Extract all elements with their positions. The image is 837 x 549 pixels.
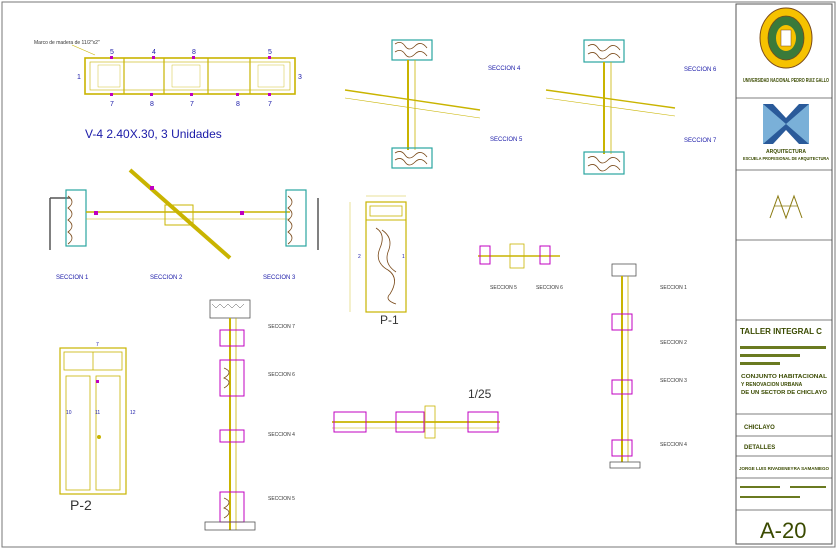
- section-label: SECCION 3: [660, 378, 687, 384]
- door-p1: 2 1 P-1: [349, 195, 407, 327]
- door-label: 7: [96, 342, 99, 348]
- axis-label: 5: [268, 49, 272, 56]
- axis-label: 8: [150, 101, 154, 108]
- door-p2: 7 10 11 12 P-2: [59, 342, 136, 513]
- sheet-content: DETALLES: [744, 445, 775, 451]
- section-label: SECCION 6: [268, 372, 295, 378]
- section-label: SECCION 6: [684, 67, 717, 73]
- section-label: SECCION 1: [660, 285, 687, 291]
- section-label: SECCION 5: [490, 137, 523, 143]
- detail-sections-4-5: SECCION 4 SECCION 5: [344, 39, 523, 169]
- section-label: SECCION 4: [660, 442, 687, 448]
- door-label: 1: [402, 254, 405, 260]
- project-line: Y RENOVACION URBANA: [741, 382, 803, 388]
- door-title: P-2: [70, 497, 92, 513]
- axis-label: 1: [77, 74, 81, 81]
- city-name: CHICLAYO: [744, 425, 775, 431]
- scale-label: 1/25: [468, 387, 492, 401]
- door-title: P-1: [380, 313, 399, 327]
- university-name: UNIVERSIDAD NACIONAL PEDRO RUIZ GALLO: [743, 78, 829, 84]
- axis-label: 4: [152, 49, 156, 56]
- section-label: SECCION 7: [684, 138, 717, 144]
- author-name: JORGE LUIS RIVADENEYRA SAMANIEGO: [739, 466, 829, 471]
- architecture-logo-icon: [763, 104, 809, 144]
- section-label: SECCION 4: [488, 66, 521, 72]
- frame-note-line: Marco de madera de 11/2"x2": [34, 40, 100, 46]
- axis-label: 5: [110, 49, 114, 56]
- door-label: 10: [66, 410, 72, 416]
- detail-sections-1-3: SECCION 1 SECCION 2 SECCION 3: [49, 168, 319, 281]
- axis-label: 7: [268, 101, 272, 108]
- faculty-school: ESCUELA PROFESIONAL DE ARQUITECTURA: [743, 156, 830, 161]
- author-logo-icon: [769, 194, 803, 220]
- university-seal-icon: [759, 7, 813, 69]
- axis-label: 8: [192, 49, 196, 56]
- sheet-number: A-20: [760, 518, 806, 543]
- section-label: SECCION 2: [150, 275, 183, 281]
- axis-label: 8: [236, 101, 240, 108]
- door-label: 2: [358, 254, 361, 260]
- project-line: CONJUNTO HABITACIONAL: [741, 374, 827, 380]
- faculty-name: ARQUITECTURA: [766, 149, 806, 155]
- section-label: SECCION 2: [660, 340, 687, 346]
- section-label: SECCION 1: [56, 275, 89, 281]
- door-label: 11: [95, 410, 100, 416]
- section-label: SECCION 7: [268, 324, 295, 330]
- door-label: 12: [130, 410, 136, 416]
- title-block: UNIVERSIDAD NACIONAL PEDRO RUIZ GALLO AR…: [735, 3, 833, 545]
- vertical-section-center: SECCION 7 SECCION 6 SECCION 4 SECCION 5: [204, 299, 295, 531]
- window-elevation-v4: Marco de madera de 11/2"x2" 5 4 8 5 7 8 …: [34, 40, 302, 141]
- detail-sections-5-6-small: SECCION 5 SECCION 6: [478, 243, 563, 291]
- course-name: TALLER INTEGRAL C: [740, 327, 822, 336]
- section-label: SECCION 6: [536, 285, 563, 291]
- axis-label: 7: [190, 101, 194, 108]
- section-label: SECCION 5: [490, 285, 517, 291]
- axis-label: 3: [298, 74, 302, 81]
- section-label: SECCION 3: [263, 275, 296, 281]
- axis-label: 7: [110, 101, 114, 108]
- horizontal-section-scale: 1/25: [332, 387, 500, 439]
- detail-sections-6-7: SECCION 6 SECCION 7: [545, 39, 717, 175]
- section-label: SECCION 4: [268, 432, 295, 438]
- window-title: V-4 2.40X.30, 3 Unidades: [85, 127, 222, 141]
- vertical-section-right: SECCION 1 SECCION 2 SECCION 3 SECCION 4: [609, 263, 687, 469]
- project-line: DE UN SECTOR DE CHICLAYO: [741, 390, 827, 396]
- section-label: SECCION 5: [268, 496, 295, 502]
